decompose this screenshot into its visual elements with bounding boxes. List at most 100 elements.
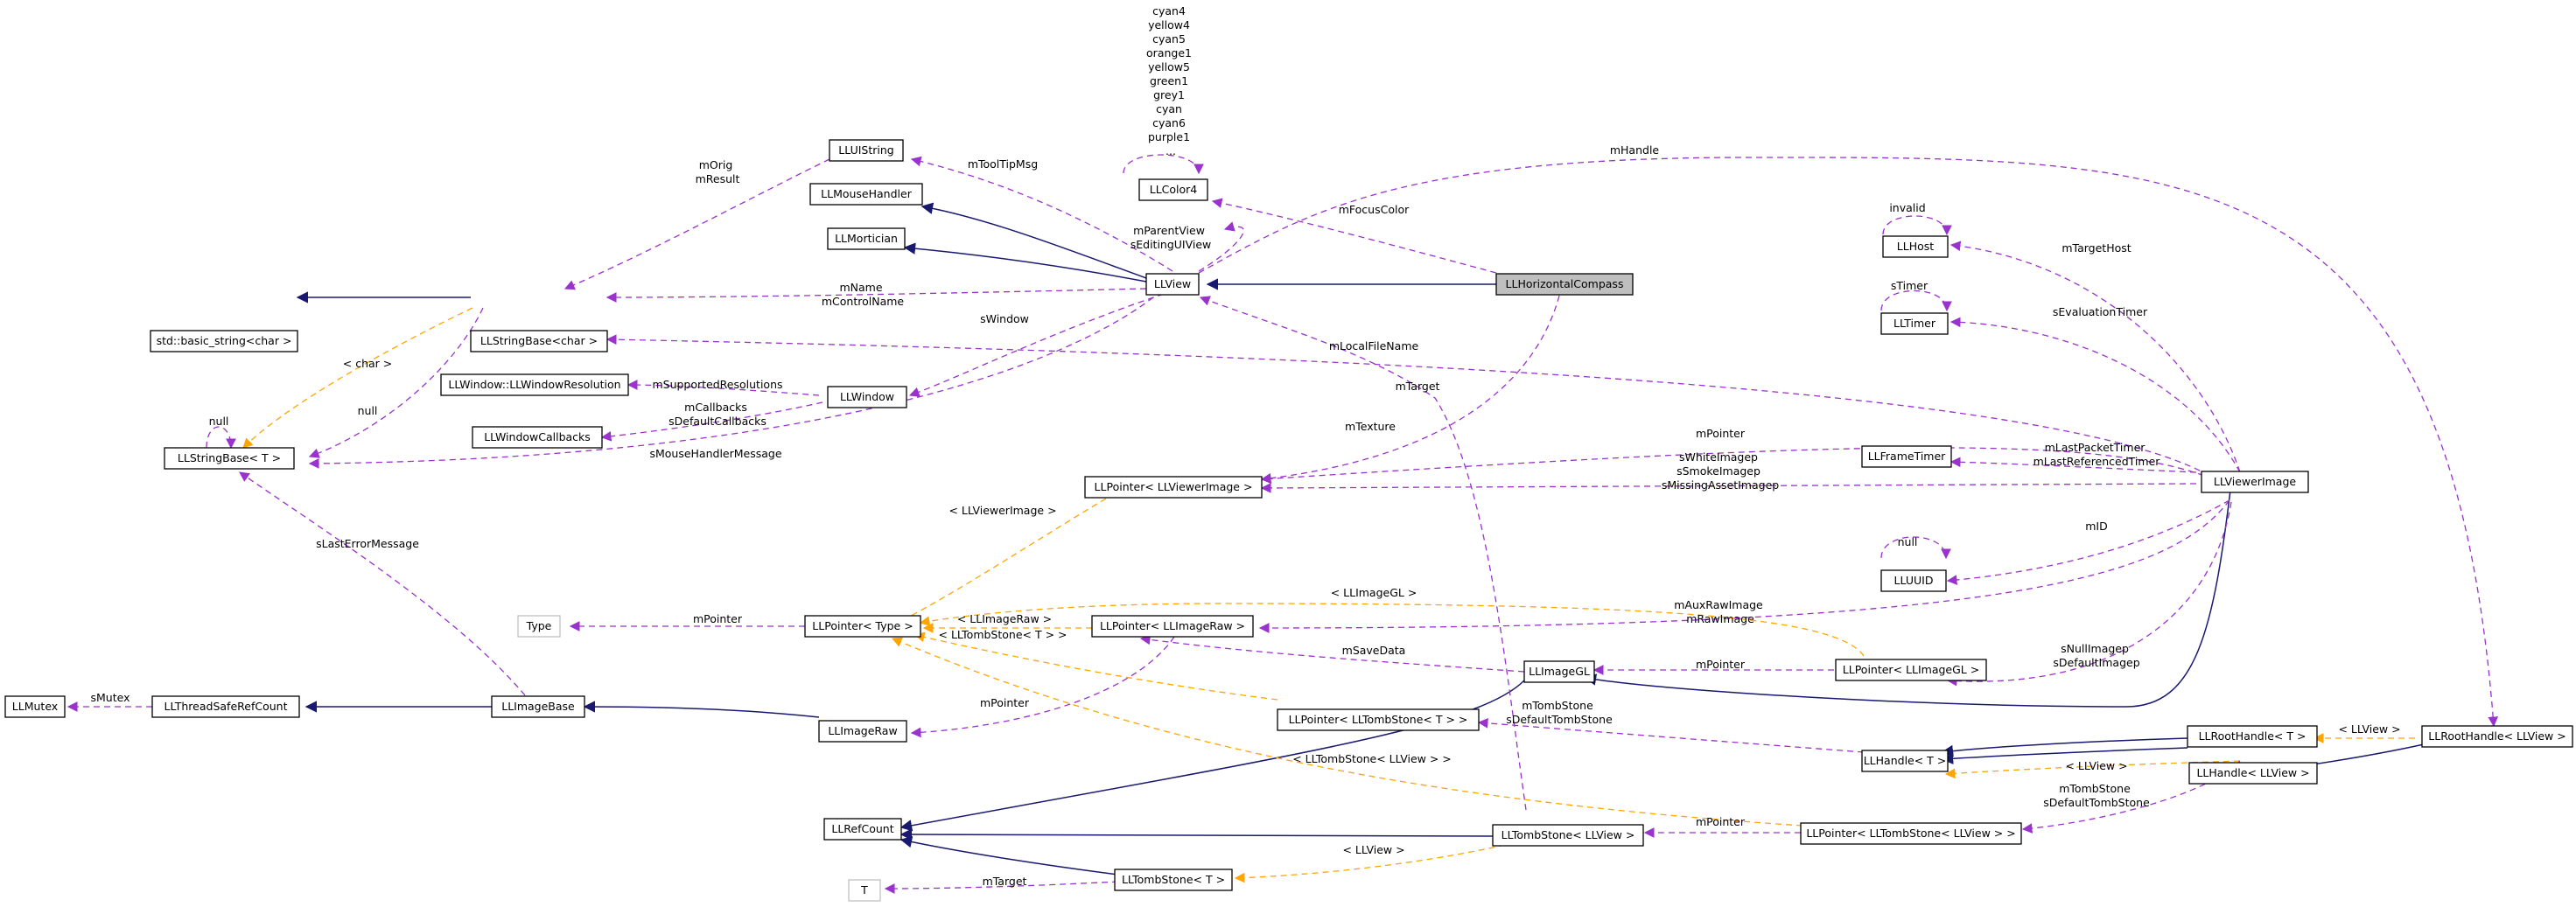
node-llthreadsaferefcount[interactable]: LLThreadSafeRefCount bbox=[151, 695, 300, 718]
edge-color4-focuscolor bbox=[1211, 198, 1497, 274]
edge-stringbase-slasterror bbox=[239, 471, 526, 696]
node-t[interactable]: T bbox=[848, 879, 881, 902]
node-llpointer-tombstone-t[interactable]: LLPointer< LLTombStone< T > > bbox=[1277, 708, 1480, 731]
node-llpointer-imagegl[interactable]: LLPointer< LLImageGL > bbox=[1835, 659, 1987, 681]
node-llpointer-imageraw[interactable]: LLPointer< LLImageRaw > bbox=[1091, 615, 1254, 638]
node-lltombstone-t[interactable]: LLTombStone< T > bbox=[1114, 869, 1233, 891]
label-color-list: cyan4 yellow4 cyan5 orange1 yellow5 gree… bbox=[1146, 4, 1195, 157]
edge-timer-sevaluationtimer bbox=[1950, 317, 2241, 473]
edge-refcount-to-imagegl bbox=[900, 680, 1525, 832]
node-llstringbase-char[interactable]: LLStringBase<char > bbox=[470, 330, 608, 352]
label-mpointer-viewerimage: mPointer bbox=[1696, 427, 1746, 440]
node-llstringbase-t[interactable]: LLStringBase< T > bbox=[164, 447, 295, 470]
edge-timer-stimer bbox=[1880, 290, 1952, 312]
node-lluuid[interactable]: LLUUID bbox=[1880, 569, 1947, 592]
svg-text:LLWindow: LLWindow bbox=[840, 390, 894, 403]
svg-text:LLPointer< Type >: LLPointer< Type > bbox=[812, 619, 913, 632]
label-stimer: sTimer bbox=[1891, 279, 1928, 292]
svg-text:LLUIString: LLUIString bbox=[838, 143, 893, 157]
edge-stringbase-morig bbox=[564, 158, 830, 290]
label-mauxrawimage: mAuxRawImage mRawImage bbox=[1674, 598, 1766, 625]
node-llhandle-t[interactable]: LLHandle< T > bbox=[1861, 750, 1949, 772]
label-msupportedresolutions: mSupportedResolutions bbox=[652, 378, 782, 391]
svg-text:LLPointer< LLImageGL >: LLPointer< LLImageGL > bbox=[1843, 663, 1979, 676]
svg-text:T: T bbox=[860, 883, 868, 897]
label-lltombstone-llview-tmpl: < LLTombStone< LLView > > bbox=[1292, 752, 1452, 765]
label-mname: mName mControlName bbox=[822, 281, 905, 308]
svg-text:LLThreadSafeRefCount: LLThreadSafeRefCount bbox=[164, 700, 288, 713]
svg-text:LLMouseHandler: LLMouseHandler bbox=[821, 187, 913, 200]
edge-mousehandler-to-view bbox=[920, 202, 1147, 279]
node-llhandle-llview[interactable]: LLHandle< LLView > bbox=[2188, 762, 2318, 785]
node-llwindowcallbacks[interactable]: LLWindowCallbacks bbox=[472, 426, 603, 449]
svg-text:Type: Type bbox=[526, 619, 552, 632]
node-llimagegl[interactable]: LLImageGL bbox=[1523, 660, 1595, 683]
node-llpointer-type[interactable]: LLPointer< Type > bbox=[804, 615, 921, 638]
node-lluistring[interactable]: LLUIString bbox=[829, 139, 904, 162]
edge-refcount-to-tombstone-t bbox=[900, 835, 1119, 876]
svg-text:LLMortician: LLMortician bbox=[835, 232, 898, 245]
label-null-stringbase: null bbox=[358, 404, 378, 417]
edge-color4-colors-self bbox=[1123, 154, 1204, 175]
node-llrefcount[interactable]: LLRefCount bbox=[823, 818, 902, 841]
node-llhorizontalcompass[interactable]: LLHorizontalCompass bbox=[1495, 273, 1634, 296]
edge-view-parentview bbox=[1198, 221, 1244, 272]
node-llimagebase[interactable]: LLImageBase bbox=[491, 695, 585, 718]
label-sevaluationtimer: sEvaluationTimer bbox=[2053, 305, 2148, 318]
node-llimageraw[interactable]: LLImageRaw bbox=[818, 720, 907, 743]
edge-host-invalid bbox=[1882, 215, 1952, 236]
node-llroothandle-llview[interactable]: LLRootHandle< LLView > bbox=[2421, 725, 2573, 748]
edge-stringbase-mname bbox=[606, 288, 1147, 303]
label-mpointer-imageraw: mPointer bbox=[980, 696, 1030, 709]
edge-ptrtype-viewerimage-tmpl bbox=[891, 498, 1107, 626]
node-type[interactable]: Type bbox=[517, 615, 561, 638]
svg-text:LLRootHandle< T >: LLRootHandle< T > bbox=[2199, 729, 2306, 743]
svg-text:LLRefCount: LLRefCount bbox=[831, 822, 893, 835]
node-llmousehandler[interactable]: LLMouseHandler bbox=[809, 183, 923, 206]
edge-host-targethost bbox=[1950, 241, 2241, 473]
node-llmortician[interactable]: LLMortician bbox=[827, 227, 906, 250]
node-llmutex[interactable]: LLMutex bbox=[4, 695, 66, 718]
label-slasterrormessage: sLastErrorMessage bbox=[316, 537, 419, 550]
node-llroothandle-t[interactable]: LLRootHandle< T > bbox=[2187, 725, 2318, 748]
label-morig: mOrig mResult bbox=[696, 158, 740, 185]
node-llview[interactable]: LLView bbox=[1145, 273, 1200, 296]
label-mtooltipmsg: mToolTipMsg bbox=[968, 157, 1038, 171]
node-lltimer[interactable]: LLTimer bbox=[1880, 312, 1949, 335]
node-llwindow-resolution[interactable]: LLWindow::LLWindowResolution bbox=[440, 373, 629, 396]
edge-t-mtarget bbox=[884, 881, 1119, 894]
node-llviewerimage[interactable]: LLViewerImage bbox=[2201, 471, 2309, 493]
svg-text:LLRootHandle< LLView >: LLRootHandle< LLView > bbox=[2428, 729, 2566, 743]
svg-text:LLPointer< LLTombStone< T > >: LLPointer< LLTombStone< T > > bbox=[1289, 713, 1468, 726]
label-mtombstone-llview: mTombStone sDefaultTombStone bbox=[2043, 782, 2150, 809]
edge-resolution-supported bbox=[626, 380, 820, 396]
edge-lluistring-tooltipmsg bbox=[910, 156, 1173, 272]
svg-text:LLFrameTimer: LLFrameTimer bbox=[1868, 450, 1946, 463]
svg-text:LLImageRaw: LLImageRaw bbox=[828, 724, 897, 737]
edge-mortician-to-view bbox=[903, 242, 1147, 283]
node-llwindow[interactable]: LLWindow bbox=[827, 386, 907, 408]
edge-stringbase-charlt bbox=[242, 307, 473, 449]
label-mpointer-imagegl: mPointer bbox=[1696, 658, 1746, 671]
edge-viewerimage-swhite bbox=[1260, 483, 2197, 493]
edge-handle-t-to-handle-llview bbox=[1941, 737, 2188, 757]
node-llpointer-tombstone-llview[interactable]: LLPointer< LLTombStone< LLView > > bbox=[1800, 822, 2022, 845]
node-llframetimer[interactable]: LLFrameTimer bbox=[1861, 445, 1952, 468]
svg-text:LLWindowCallbacks: LLWindowCallbacks bbox=[484, 430, 591, 443]
node-llhost[interactable]: LLHost bbox=[1882, 235, 1949, 258]
svg-text:LLPointer< LLImageRaw >: LLPointer< LLImageRaw > bbox=[1100, 619, 1245, 632]
svg-text:LLImageGL: LLImageGL bbox=[1529, 665, 1590, 678]
node-llcolor4[interactable]: LLColor4 bbox=[1138, 178, 1208, 201]
node-std-basic-string[interactable]: std::basic_string<char > bbox=[150, 330, 298, 352]
node-lltombstone-llview[interactable]: LLTombStone< LLView > bbox=[1492, 824, 1644, 847]
label-llview-tmpl-tombstone: < LLView > bbox=[1342, 843, 1404, 856]
edge-ptrimageraw-savedata bbox=[1139, 634, 1525, 673]
edge-handle-t-llview-tmpl bbox=[1944, 760, 2241, 779]
node-llpointer-viewerimage[interactable]: LLPointer< LLViewerImage > bbox=[1084, 476, 1263, 499]
svg-text:LLHost: LLHost bbox=[1897, 240, 1934, 253]
edge-ptrimageraw-auxraw bbox=[1258, 499, 2230, 633]
svg-text:LLTombStone< T >: LLTombStone< T > bbox=[1122, 873, 1225, 886]
label-mtargethost: mTargetHost bbox=[2062, 241, 2131, 255]
svg-text:LLTimer: LLTimer bbox=[1894, 317, 1936, 330]
edge-imageraw-mpointer bbox=[910, 636, 1175, 738]
